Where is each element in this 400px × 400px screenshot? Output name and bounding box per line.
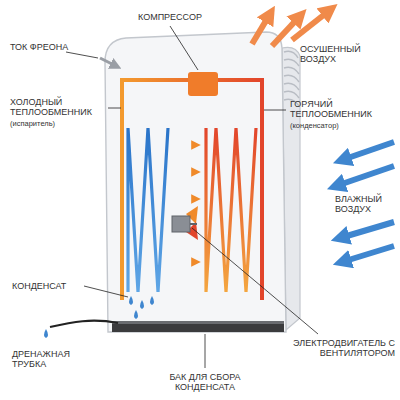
- callout-label: ОСУШЕННЫЙ ВОЗДУХ: [300, 44, 380, 65]
- callout-label: ТОК ФРЕОНА: [10, 42, 68, 52]
- callout-label: (конденсатор): [290, 122, 339, 131]
- airflow-arrows: [174, 145, 196, 262]
- callout-label: ВЛАЖНЫЙ ВОЗДУХ: [335, 194, 395, 215]
- drain-tube: [50, 321, 118, 327]
- fan-motor: [172, 206, 198, 240]
- humid-air-arrows: [336, 142, 394, 262]
- callout-label: БАК ДЛЯ СБОРА КОНДЕНСАТА: [150, 372, 260, 393]
- air-grille: [284, 51, 299, 106]
- callout-label: (испаритель): [10, 120, 55, 129]
- evaporator-coil: [128, 128, 168, 292]
- callout-label: КОНДЕНСАТ: [12, 281, 66, 291]
- condensate-tank: [112, 321, 284, 332]
- drain-drop: [44, 329, 48, 338]
- freon-pipe: [122, 80, 262, 300]
- dry-air-arrows: [252, 10, 330, 46]
- callout-label: КОМПРЕССОР: [138, 12, 202, 22]
- condenser-coil: [206, 128, 256, 292]
- callout-label: ЭЛЕКТРОДВИГАТЕЛЬ С ВЕНТИЛЯТОРОМ: [272, 338, 395, 359]
- compressor: [188, 72, 218, 96]
- callout-label: ГОРЯЧИЙ ТЕПЛООБМЕННИК: [290, 99, 390, 120]
- freon-flow-arrow: [100, 58, 116, 66]
- condensate-drops: [129, 296, 154, 319]
- callout-label: ХОЛОДНЫЙ ТЕПЛООБМЕННИК: [10, 97, 110, 118]
- housing-front: [105, 32, 286, 332]
- leader-lines: [66, 26, 318, 368]
- callout-label: ДРЕНАЖНАЯ ТРУБКА: [12, 349, 97, 370]
